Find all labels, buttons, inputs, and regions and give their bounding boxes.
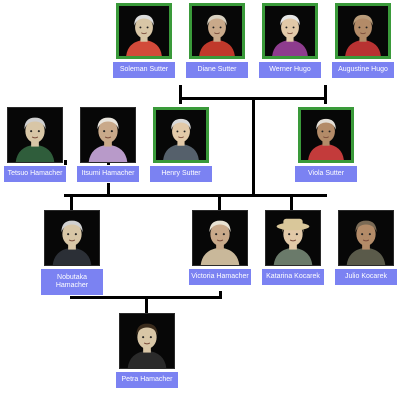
connector-line	[179, 85, 182, 104]
elder-man-portrait-icon[interactable]	[153, 107, 209, 163]
connector-line	[218, 196, 221, 210]
person-name-label[interactable]: Werner Hugo	[258, 61, 322, 79]
person-name-label[interactable]: Petra Hamacher	[115, 371, 179, 389]
connector-line	[64, 160, 67, 168]
connector-line	[290, 196, 293, 210]
connector-line	[252, 97, 255, 196]
connector-line	[64, 194, 110, 197]
connector-line	[107, 194, 327, 197]
person-name-label[interactable]: Itsumi Hamacher	[76, 165, 140, 183]
connector-line	[70, 196, 73, 210]
elder-man-portrait-icon[interactable]	[44, 210, 100, 266]
elder-woman-portrait-icon[interactable]	[298, 107, 354, 163]
elder-woman-portrait-icon[interactable]	[189, 3, 245, 59]
person-name-label[interactable]: Victoria Hamacher	[188, 268, 252, 286]
elder-man-portrait-icon[interactable]	[7, 107, 63, 163]
elder-woman-portrait-icon[interactable]	[80, 107, 136, 163]
elder-man-portrait-icon[interactable]	[338, 210, 394, 266]
person-name-label[interactable]: Tetsuo Hamacher	[3, 165, 67, 183]
elder-man-portrait-icon[interactable]	[116, 3, 172, 59]
elder-woman-portrait-icon[interactable]	[192, 210, 248, 266]
connector-line	[145, 296, 148, 313]
person-name-label[interactable]: Augustine Hugo	[331, 61, 395, 79]
person-name-label[interactable]: Henry Sutter	[149, 165, 213, 183]
connector-line	[324, 85, 327, 104]
woman-portrait-icon[interactable]	[335, 3, 391, 59]
woman-with-hat-portrait-icon[interactable]	[265, 210, 321, 266]
connector-line	[219, 291, 222, 299]
person-name-label[interactable]: Nobutaka Hamacher	[40, 268, 104, 296]
person-name-label[interactable]: Julio Kocarek	[334, 268, 398, 286]
person-name-label[interactable]: Viola Sutter	[294, 165, 358, 183]
person-name-label[interactable]: Diane Sutter	[185, 61, 249, 79]
person-name-label[interactable]: Soleman Sutter	[112, 61, 176, 79]
elder-man-portrait-icon[interactable]	[262, 3, 318, 59]
woman-portrait-icon[interactable]	[119, 313, 175, 369]
person-name-label[interactable]: Katarina Kocarek	[261, 268, 325, 286]
